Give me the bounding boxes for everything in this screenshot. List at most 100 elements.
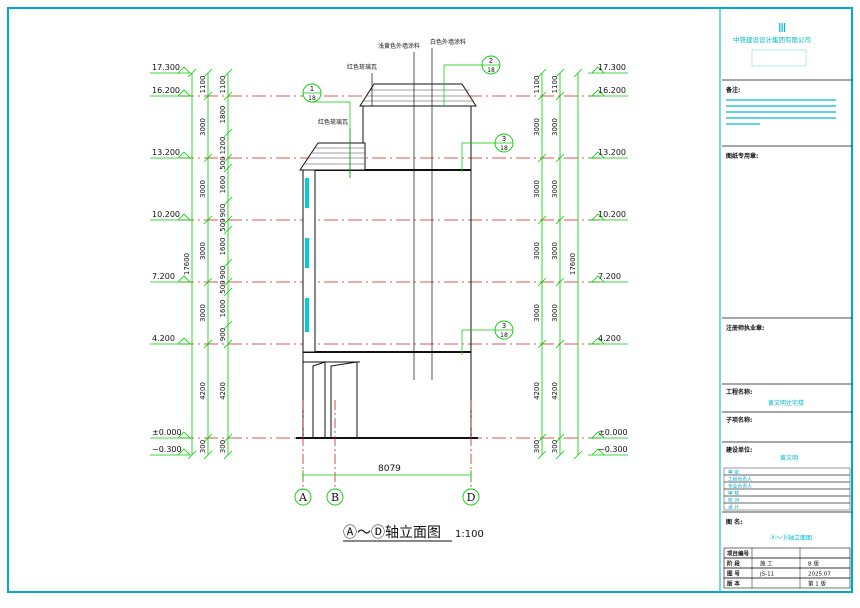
title-block: Ⅲ 中铁建设设计集团有限公司 备注: 图纸专用章: 注册师执业章: 工程名称: … <box>722 21 852 589</box>
callout-bottom: 18 <box>308 95 316 102</box>
level-marker-right <box>588 275 628 283</box>
level-marker-right <box>588 89 628 97</box>
dim-label: 1800 <box>219 106 227 124</box>
callout-top: 3 <box>502 135 506 143</box>
level-label-right: ±0.000 <box>598 428 628 437</box>
role-name: 工程负责人 <box>728 476 752 483</box>
company-name: 中铁建设设计集团有限公司 <box>733 35 811 44</box>
dim-label: 4200 <box>219 382 227 400</box>
callout-top: 2 <box>489 57 493 65</box>
company-qual-block <box>751 49 807 67</box>
signature-title: 注册师执业章: <box>726 324 764 332</box>
level-label-left: −0.300 <box>152 445 182 454</box>
dim-label: 1100 <box>533 76 541 94</box>
level-marker-left <box>150 213 191 221</box>
drawing-scale: 1:100 <box>455 529 484 540</box>
note-yellow-paint: 浅黄色外墙涂料 <box>378 42 420 50</box>
project-label: 工程名称: <box>726 388 752 396</box>
level-label-right: 4.200 <box>598 334 621 343</box>
level-marker-right <box>588 337 628 345</box>
dim-label: 900 <box>219 328 227 341</box>
callout-leader <box>443 64 482 106</box>
role-name: 专业负责人 <box>728 483 752 490</box>
level-label-right: 13.200 <box>598 148 626 157</box>
axis-bubble <box>294 488 312 506</box>
level-label-left: 13.200 <box>152 148 180 157</box>
roof-tiles <box>305 89 474 165</box>
callout-leader <box>461 142 495 172</box>
footer-value2: B 版 <box>808 560 820 568</box>
level-marker-left <box>150 66 191 74</box>
dim-label: 4200 <box>199 382 207 400</box>
dim-label: 3000 <box>533 304 541 322</box>
dim-label: 300 <box>533 440 541 453</box>
overall-height-label: 17600 <box>183 253 191 275</box>
dim-label: 3000 <box>551 118 559 136</box>
dim-label: 1600 <box>219 238 227 256</box>
dimension-chains: 1100 3000 3000 3000 3000 4200 300 1100 3000 3000 3… <box>183 68 583 460</box>
footer-value: JS-11 <box>759 572 774 578</box>
dim-label: 3000 <box>533 180 541 198</box>
dim-label: 1600 <box>219 300 227 318</box>
level-label-left: 16.200 <box>152 86 180 95</box>
note-red-tile-lower: 红色琉璃瓦 <box>318 118 348 126</box>
client-name: 黄文明 <box>780 454 798 462</box>
level-label-right: −0.300 <box>598 445 628 454</box>
level-label-right: 17.300 <box>598 63 626 72</box>
window-1 <box>305 178 309 208</box>
dim-label: 500 <box>219 156 227 169</box>
level-marker-left <box>150 275 191 283</box>
dim-label: 3000 <box>199 304 207 322</box>
dim-label: 1100 <box>199 76 207 94</box>
subitem-label: 子项名称: <box>726 416 752 424</box>
review-stamp-title: 图纸专用章: <box>726 152 758 160</box>
main-wall <box>302 169 472 439</box>
dim-label: 3000 <box>551 180 559 198</box>
level-label-right: 10.200 <box>598 210 626 219</box>
level-label-right: 16.200 <box>598 86 626 95</box>
level-marker-left <box>150 337 191 345</box>
dim-label: 1200 <box>219 137 227 155</box>
level-marker-left <box>150 89 191 97</box>
level-marker-right <box>588 431 628 439</box>
building-elevation <box>296 83 478 439</box>
drawing-caption: Ⓐ～Ⓓ轴立面图 <box>343 525 441 541</box>
level-label-left: 17.300 <box>152 63 180 72</box>
note-red-tile-upper: 红色琉璃瓦 <box>347 63 377 71</box>
role-name: 设 计 <box>728 504 739 511</box>
window-2 <box>305 238 309 268</box>
dim-label: 1600 <box>219 176 227 194</box>
level-marker-right <box>588 213 628 221</box>
material-notes: 白色外墙涂料 浅黄色外墙涂料 红色琉璃瓦 红色琉璃瓦 <box>318 38 466 126</box>
role-name: 审 定 <box>728 469 739 476</box>
notes-title: 备注: <box>725 86 740 94</box>
drawing-name-label: 图 名: <box>726 518 743 526</box>
footer-value2: 第 1 版 <box>808 580 826 588</box>
dim-label: 3000 <box>551 242 559 260</box>
level-label-left: 4.200 <box>152 334 175 343</box>
footer-key: 阶 段 <box>727 560 740 568</box>
role-name: 校 对 <box>728 497 739 504</box>
level-marker-left <box>150 448 191 456</box>
dim-label: 4200 <box>533 382 541 400</box>
project-name: 黄文明住宅楼 <box>768 399 804 407</box>
callout-leader <box>461 329 495 355</box>
note-white-paint: 白色外墙涂料 <box>430 38 466 46</box>
dim-label: 3000 <box>199 180 207 198</box>
axis-label: A <box>298 491 308 504</box>
footer-value2: 2025.07 <box>808 572 831 578</box>
axis-bubble <box>326 488 344 506</box>
dim-label: 3000 <box>199 242 207 260</box>
dim-label: 3000 <box>199 118 207 136</box>
axis-label: B <box>331 491 339 504</box>
footer-key: 版 本 <box>726 580 740 588</box>
callout-top: 1 <box>310 85 314 93</box>
dim-label: 500 <box>219 218 227 231</box>
callout-leader <box>312 101 351 178</box>
stair-tower <box>362 105 472 171</box>
sheet-border <box>7 7 853 593</box>
company-logo-icon: Ⅲ <box>778 21 786 35</box>
overall-width-dim <box>302 470 472 480</box>
